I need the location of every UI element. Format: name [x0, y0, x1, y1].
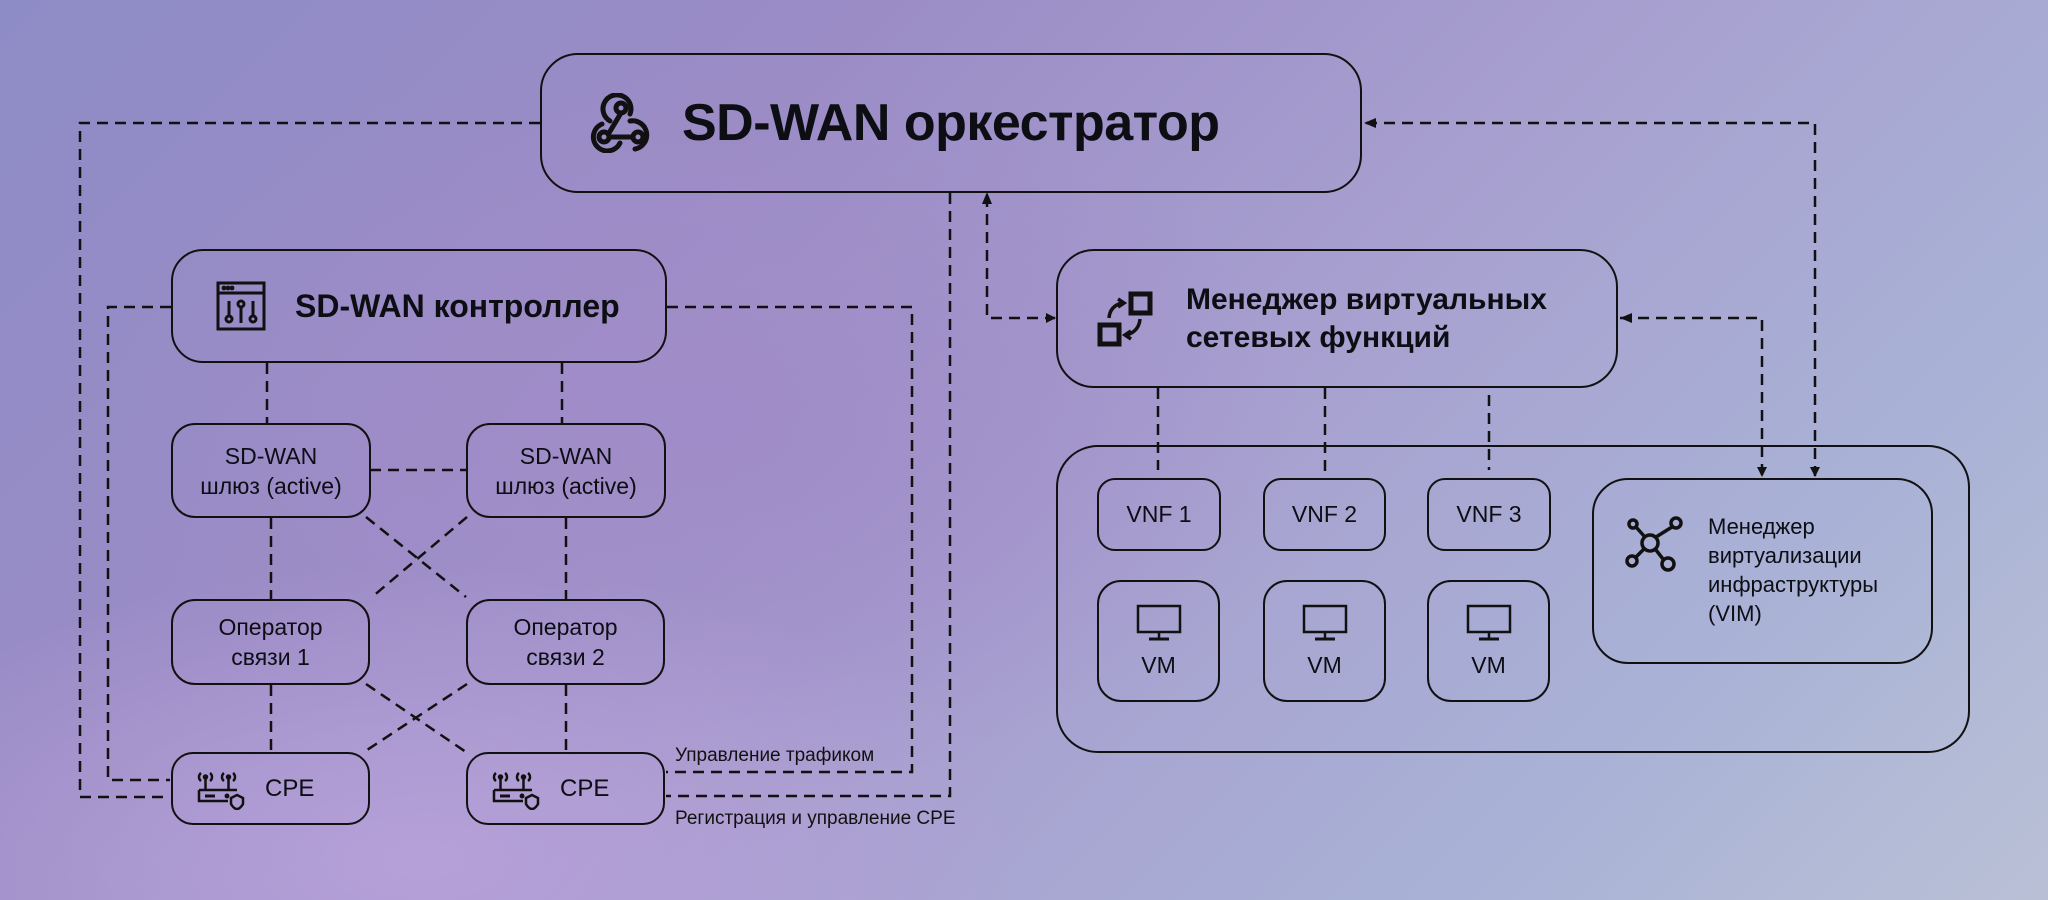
- gateway-node-2[interactable]: SD-WAN шлюз (active): [466, 423, 666, 518]
- operator1-to-cpe2: [365, 682, 467, 754]
- vnf-manager-node[interactable]: Менеджер виртуальных сетевых функций: [1056, 249, 1618, 388]
- gateway-2-line1: SD-WAN: [519, 442, 613, 469]
- orchestrator-vnfm-link: [985, 196, 1056, 323]
- vnf-3-label: VNF 3: [1456, 501, 1522, 527]
- gateway-2-line2: шлюз (active): [495, 472, 637, 499]
- vnf-1-label: VNF 1: [1126, 501, 1192, 527]
- gateway-node-1[interactable]: SD-WAN шлюз (active): [171, 423, 371, 518]
- cpe-node-2[interactable]: CPE: [466, 752, 665, 825]
- operator2-to-cpe1: [363, 682, 468, 754]
- operator-1-line1: Оператор: [218, 614, 323, 640]
- vnf-node-2[interactable]: VNF 2: [1263, 478, 1386, 551]
- gateway1-to-operator2: [365, 516, 467, 598]
- edge-label-registration: Регистрация и управление CPE: [675, 808, 956, 829]
- cpe-2-label: CPE: [560, 774, 610, 802]
- monitor-icon: [1136, 604, 1182, 642]
- network-hub-icon: [1624, 516, 1684, 574]
- controller-to-cpe1-traffic: [106, 305, 171, 782]
- vm-1-label: VM: [1141, 651, 1176, 678]
- vnf-manager-title: Менеджер виртуальных сетевых функций: [1186, 281, 1547, 357]
- arrowhead-orchestrator-bottom: [982, 192, 992, 204]
- vm-node-3[interactable]: VM: [1427, 580, 1550, 702]
- vim-title-line4: (VIM): [1708, 601, 1762, 626]
- vnf-node-1[interactable]: VNF 1: [1097, 478, 1221, 551]
- arrowhead-vnfm-right: [1620, 313, 1632, 323]
- vnf-node-3[interactable]: VNF 3: [1427, 478, 1551, 551]
- control-panel-sliders-icon: [215, 280, 267, 332]
- vnf-manager-title-line2: сетевых функций: [1186, 320, 1451, 354]
- nfvi-container: [1056, 445, 1970, 753]
- gateway2-to-operator1: [371, 516, 468, 598]
- vm-3-label: VM: [1471, 651, 1506, 678]
- vnf-manager-title-line1: Менеджер виртуальных: [1186, 282, 1547, 316]
- operator-node-2[interactable]: Оператор связи 2: [466, 599, 665, 685]
- gateway-1-line2: шлюз (active): [200, 472, 342, 499]
- vim-title-line1: Менеджер: [1708, 514, 1815, 539]
- vm-node-1[interactable]: VM: [1097, 580, 1220, 702]
- edge-label-traffic: Управление трафиком: [675, 745, 875, 766]
- controller-node[interactable]: SD-WAN контроллер: [171, 249, 667, 363]
- cpe-1-label: CPE: [265, 774, 315, 802]
- operator-2-line1: Оператор: [513, 614, 618, 640]
- vm-node-2[interactable]: VM: [1263, 580, 1386, 702]
- operator-node-1[interactable]: Оператор связи 1: [171, 599, 370, 685]
- vim-title-line2: виртуализации: [1708, 543, 1862, 568]
- monitor-icon: [1466, 604, 1512, 642]
- vnf-2-label: VNF 2: [1291, 501, 1358, 527]
- controller-to-cpe2-traffic: [666, 305, 914, 774]
- arrowhead-orchestrator-right: [1364, 118, 1376, 128]
- operator-2-line2: связи 2: [526, 644, 605, 670]
- operator-1-line2: связи 1: [231, 644, 310, 670]
- vim-title: Менеджер виртуализации инфраструктуры (V…: [1708, 512, 1878, 628]
- cpe-node-1[interactable]: CPE: [171, 752, 370, 825]
- orchestrator-to-cpe2-registration: [666, 193, 952, 798]
- monitor-icon: [1302, 604, 1348, 642]
- vim-title-line3: инфраструктуры: [1708, 572, 1879, 597]
- swap-squares-icon: [1096, 290, 1154, 348]
- controller-title: SD-WAN контроллер: [295, 287, 620, 324]
- router-shield-icon: [197, 768, 245, 810]
- gateway-1-line1: SD-WAN: [224, 442, 318, 469]
- orchestrator-title: SD-WAN оркестратор: [682, 94, 1220, 152]
- router-shield-icon: [492, 768, 540, 810]
- webhook-icon: [590, 92, 652, 154]
- vm-2-label: VM: [1307, 651, 1342, 678]
- orchestrator-node[interactable]: SD-WAN оркестратор: [540, 53, 1362, 193]
- vim-node[interactable]: Менеджер виртуализации инфраструктуры (V…: [1592, 478, 1933, 664]
